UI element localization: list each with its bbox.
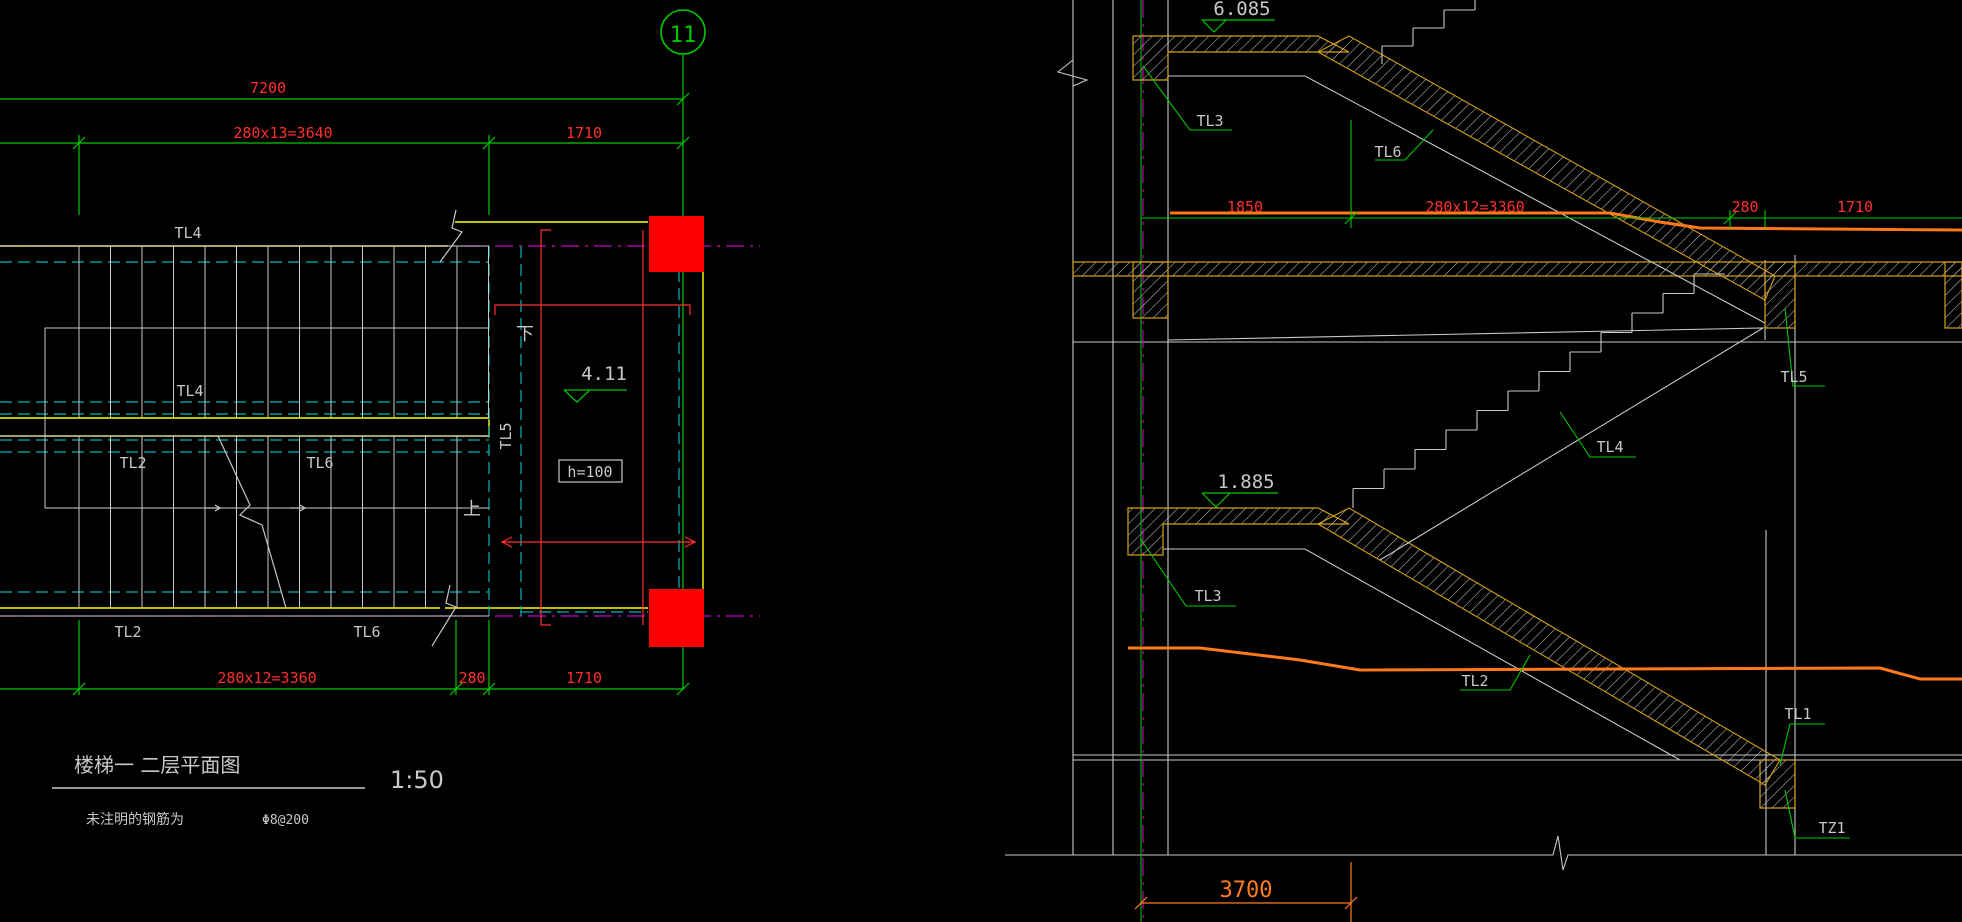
section-leaders (1139, 65, 1850, 839)
middle-back-steps (1352, 273, 1725, 508)
axis-bubble-11: 11 (660, 9, 706, 690)
section-label-tl1: TL1 (1784, 705, 1811, 723)
bottom-dimensions (0, 620, 690, 696)
section-level-top: 6.085 (1213, 0, 1270, 20)
rebar-spec: Φ8@200 (262, 813, 309, 828)
plan-scale: 1:50 (390, 766, 444, 794)
plan-walls (0, 221, 704, 609)
section-dimension-line (1141, 120, 1962, 228)
beam-label-tl5: TL5 (497, 422, 515, 449)
section-view: 1850 280x12=3360 280 1710 6.085 1.885 TL… (1005, 0, 1962, 922)
section-label-tl5: TL5 (1780, 368, 1807, 386)
section-hatched-members (1072, 35, 1962, 809)
dim-bottom-gap: 280 (458, 669, 485, 687)
dim-top-treads: 280x13=3640 (233, 124, 332, 142)
section-dim-landing: 1850 (1227, 198, 1263, 216)
section-level-markers (1201, 19, 1278, 508)
plan-break-marks (205, 209, 463, 647)
section-label-tz1: TZ1 (1818, 819, 1845, 837)
upper-back-steps (1381, 0, 1476, 64)
plan-title: 楼梯一 二层平面图 (74, 753, 240, 777)
lower-flight-slab (1316, 507, 1781, 786)
landing-outline (494, 229, 697, 626)
section-level-mid: 1.885 (1217, 471, 1274, 493)
slab-thickness-box (558, 459, 623, 483)
dim-bottom-landing: 1710 (566, 669, 602, 687)
landing-level-marker (563, 389, 627, 403)
dim-bottom-treads: 280x12=3360 (217, 669, 316, 687)
section-label-tl3-bottom: TL3 (1194, 587, 1221, 605)
stair-up-label: 上 (463, 499, 481, 520)
plan-stair-outline (0, 245, 489, 617)
upper-flight-slab (1316, 35, 1776, 301)
section-orange-lines (1128, 211, 1962, 681)
top-dimensions (0, 92, 690, 215)
plan-cyan-dashed (0, 246, 680, 616)
landing-level: 4.11 (581, 363, 627, 385)
beam-label-tl6-mid: TL6 (306, 454, 333, 472)
beam-label-tl4-mid: TL4 (176, 382, 203, 400)
section-label-tl2: TL2 (1461, 672, 1488, 690)
dim-top-landing: 1710 (566, 124, 602, 142)
beam-label-tl2-bottom: TL2 (114, 623, 141, 641)
section-bottom-dimension (1134, 862, 1358, 922)
plan-tread-lines (78, 246, 489, 608)
beam-label-tl6-bottom: TL6 (353, 623, 380, 641)
axis-number: 11 (670, 23, 697, 48)
section-label-tl4: TL4 (1596, 438, 1623, 456)
slab-thickness: h=100 (567, 463, 612, 481)
stair-down-label: 下 (516, 324, 534, 345)
section-label-tl6: TL6 (1374, 143, 1401, 161)
section-flight-soffits (1163, 75, 1766, 761)
section-dim-3700: 3700 (1220, 878, 1273, 903)
rebar-note: 未注明的钢筋为 (86, 811, 184, 828)
plan-axis-lines (0, 245, 760, 617)
section-dim-right: 1710 (1837, 198, 1873, 216)
plan-column-top (649, 216, 704, 272)
section-dim-gap: 280 (1731, 198, 1758, 216)
beam-label-tl4-top: TL4 (174, 224, 201, 242)
plan-column-bottom (649, 589, 704, 647)
dim-total-7200: 7200 (250, 79, 286, 97)
plan-view: 11 7200 280x13=3640 1710 (0, 9, 760, 828)
section-label-tl3-top: TL3 (1196, 112, 1223, 130)
beam-label-tl2-mid: TL2 (119, 454, 146, 472)
section-dim-treads: 280x12=3360 (1425, 198, 1524, 216)
